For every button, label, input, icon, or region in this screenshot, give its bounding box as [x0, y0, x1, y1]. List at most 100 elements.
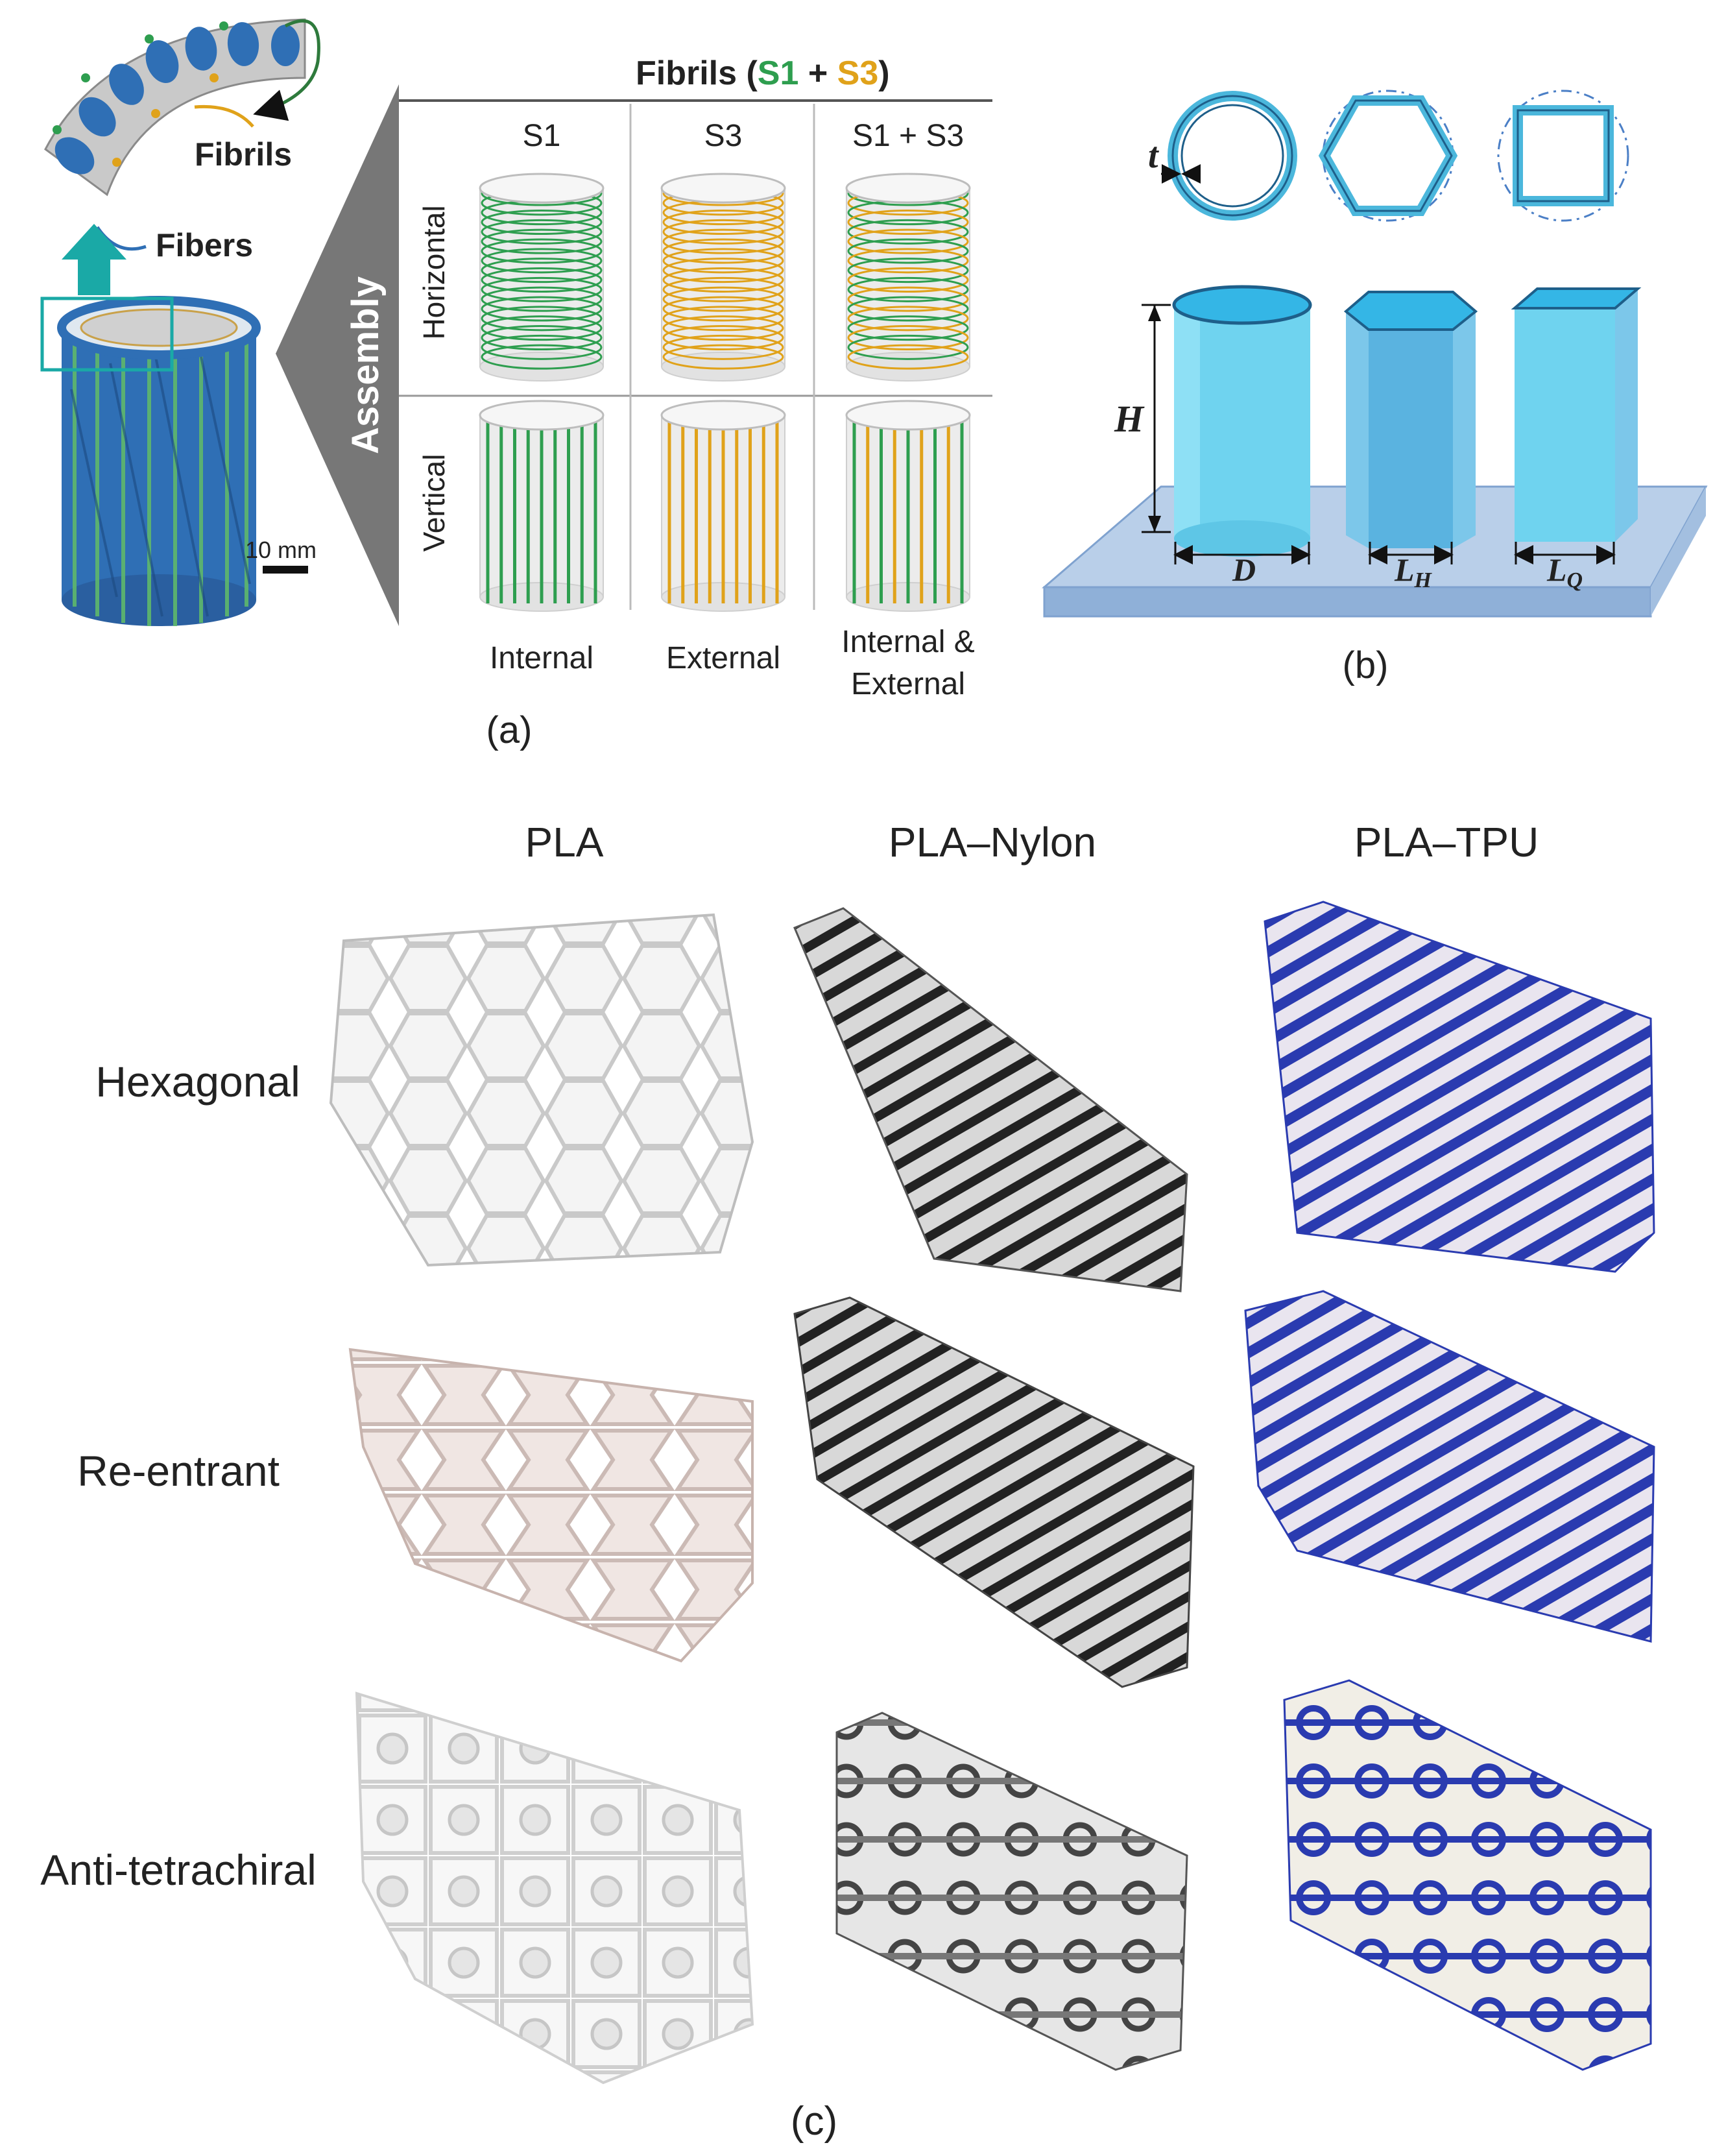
- square-section: [1513, 105, 1614, 206]
- fibrils-label: Fibrils: [195, 136, 292, 173]
- col-header-s1: S1: [523, 119, 561, 153]
- cylinder-horizontal-1-ring-8: [662, 258, 784, 284]
- hex-section: [1318, 95, 1458, 216]
- row-header-horizontal: Horizontal: [417, 205, 451, 339]
- cylinder-horizontal-1-top: [660, 173, 786, 204]
- cylinder-vertical-1-top: [660, 400, 786, 431]
- cylinder-horizontal-0-ring-9: [481, 267, 603, 293]
- cylinder-horizontal-0-ring-14: [481, 315, 603, 341]
- cylinder-horizontal-0-ring-16: [481, 334, 603, 360]
- caption-c: (c): [791, 2099, 837, 2144]
- caption-a: (a): [486, 709, 533, 751]
- dim-lq: LQ: [1546, 551, 1583, 592]
- cylinder-horizontal-0-ring-8: [481, 258, 603, 284]
- cylinder-horizontal-1-ring-3: [662, 210, 784, 235]
- fiber-ellipses: [54, 22, 300, 175]
- cylinder-horizontal-2-ring-7: [847, 248, 969, 274]
- assembly-triangle: [276, 84, 399, 626]
- dim-d: D: [1232, 551, 1256, 588]
- cylinder-vertical-0-top: [479, 400, 605, 431]
- fibrils-arrow: [253, 19, 320, 121]
- cylinder-horizontal-2-ring-10: [847, 276, 969, 302]
- col-header-pla: PLA: [525, 819, 604, 866]
- cylinder-horizontal-0-ring-12: [481, 296, 603, 322]
- cylinder-horizontal-2-ring-6: [847, 238, 969, 264]
- cylinder-horizontal-0-top: [479, 173, 605, 204]
- fiber-cylinder: [57, 296, 261, 626]
- cylinder-horizontal-1-ring-14: [662, 315, 784, 341]
- col-header-s3: S3: [704, 119, 743, 153]
- cylinder-horizontal-2-top: [845, 173, 971, 204]
- label-internal-and: Internal &: [841, 625, 974, 659]
- sample-chiral-tpu: [1283, 1679, 1652, 2071]
- row-header-hexagonal: Hexagonal: [95, 1058, 300, 1106]
- col-header-pla-nylon: PLA–Nylon: [889, 819, 1096, 866]
- cylinder-horizontal-0-bottom: [479, 352, 604, 382]
- col-header-s1-s3: S1 + S3: [852, 119, 964, 153]
- col-header-pla-tpu: PLA–TPU: [1354, 819, 1539, 866]
- cylinder-horizontal-0-ring-3: [481, 210, 603, 235]
- up-arrow-icon: [62, 224, 126, 295]
- cylinder-horizontal-0-ring-7: [481, 248, 603, 274]
- cylinder-horizontal-1-ring-5: [662, 228, 784, 254]
- cylinder-horizontal-1-ring-13: [662, 306, 784, 332]
- cylinder-horizontal-1-ring-12: [662, 296, 784, 322]
- scale-label: 10 mm: [245, 537, 317, 563]
- cylinder-horizontal-2-ring-11: [847, 286, 969, 312]
- fibrils-arrow-yellow: [194, 104, 254, 128]
- cylinder-horizontal-1-bottom: [661, 352, 785, 382]
- cylinder-horizontal-2-ring-8: [847, 258, 969, 284]
- panel-a: Fibrils Fibers: [40, 18, 992, 751]
- cylinder-horizontal-2-ring-17: [847, 344, 969, 370]
- hex-circumcircle: [1322, 90, 1454, 222]
- cylinder-horizontal-1-ring-6: [662, 238, 784, 264]
- label-external: External: [666, 641, 780, 675]
- sample-chiral-pla: [355, 1691, 754, 2085]
- fibrils-title: Fibrils (S1 + S3): [636, 55, 890, 92]
- cylinder-horizontal-2-ring-12: [847, 296, 969, 322]
- row-header-vertical: Vertical: [417, 454, 451, 552]
- cylinder-horizontal-2-ring-14: [847, 315, 969, 341]
- cylinder-horizontal-1-ring-11: [662, 286, 784, 312]
- cylinder-horizontal-1-ring-15: [662, 325, 784, 350]
- cylinder-horizontal-0-ring-15: [481, 325, 603, 350]
- caption-b: (b): [1343, 644, 1389, 686]
- cylinder-horizontal-2-ring-5: [847, 228, 969, 254]
- scale-bar: [263, 566, 308, 574]
- cylinder-horizontal-0-ring-13: [481, 306, 603, 332]
- cylinder-horizontal-1-ring-4: [662, 219, 784, 245]
- sample-reentrant-tpu: [1244, 1290, 1655, 1643]
- dim-h: H: [1114, 398, 1145, 440]
- cylinder-vertical-2-top: [845, 400, 971, 431]
- assembly-cylinders: [479, 173, 971, 612]
- cylinder-horizontal-2-ring-9: [847, 267, 969, 293]
- cylinder-horizontal-0-ring-10: [481, 276, 603, 302]
- cylinder-horizontal-2-ring-13: [847, 306, 969, 332]
- square-circumcircle: [1497, 90, 1629, 222]
- cylinder-horizontal-1-ring-16: [662, 334, 784, 360]
- sample-hex-tpu: [1264, 901, 1655, 1273]
- panel-c: PLA PLA–Nylon PLA–TPU Hexagonal Re-entra…: [40, 819, 1655, 2144]
- cylinder-horizontal-0-ring-11: [481, 286, 603, 312]
- cylinder-horizontal-1-ring-10: [662, 276, 784, 302]
- cylinder-horizontal-1-ring-17: [662, 344, 784, 370]
- cylinder-horizontal-1-ring-7: [662, 248, 784, 274]
- cylinder-horizontal-2-ring-15: [847, 325, 969, 350]
- row-header-re-entrant: Re-entrant: [77, 1447, 280, 1495]
- row-header-anti-tetrachiral: Anti-tetrachiral: [40, 1846, 317, 1894]
- dim-t: t: [1148, 136, 1159, 176]
- label-external-2: External: [851, 667, 965, 701]
- sample-reentrant-nylon: [793, 1296, 1195, 1688]
- cylinder-horizontal-0-ring-17: [481, 344, 603, 370]
- cylinder-horizontal-0-ring-6: [481, 238, 603, 264]
- cylinder-horizontal-2-ring-16: [847, 334, 969, 360]
- cylinder-horizontal-2-bottom: [846, 352, 970, 382]
- sample-hex-nylon: [793, 907, 1188, 1292]
- zoom-box: [40, 297, 174, 372]
- dim-lh: LH: [1394, 551, 1433, 592]
- cylinder-horizontal-1-ring-9: [662, 267, 784, 293]
- cylinder-horizontal-0-ring-5: [481, 228, 603, 254]
- cylinder-horizontal-2-ring-3: [847, 210, 969, 235]
- sample-reentrant-pla: [348, 1348, 754, 1663]
